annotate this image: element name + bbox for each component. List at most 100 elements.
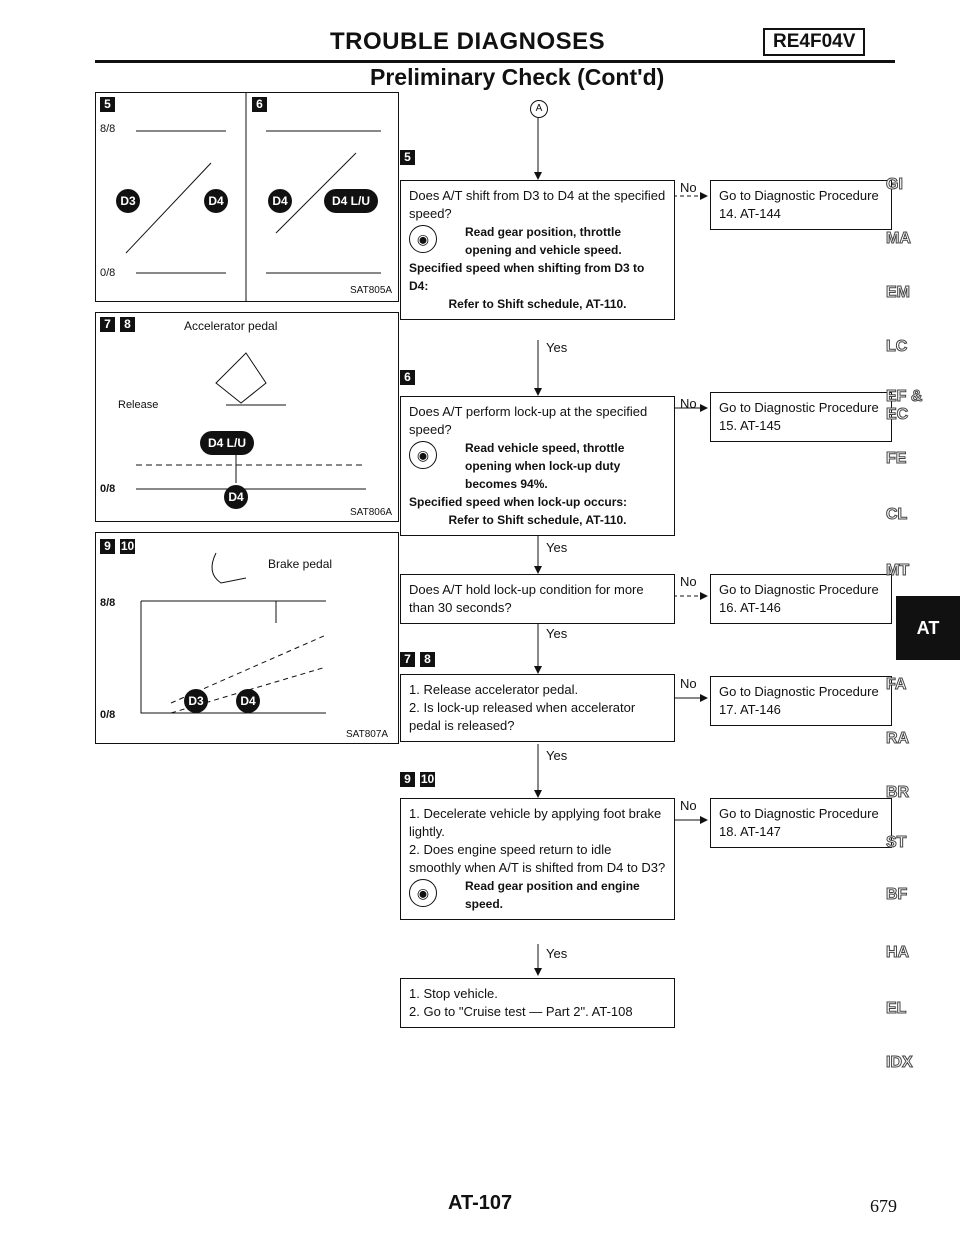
gear-d3-badge: D3 bbox=[184, 689, 208, 713]
no-label: No bbox=[680, 676, 697, 691]
no-label: No bbox=[680, 396, 697, 411]
step-tag-7: 7 bbox=[400, 652, 415, 667]
step910-box: 1. Decelerate vehicle by applying foot b… bbox=[400, 798, 675, 920]
sidebar-item-ra[interactable]: RA bbox=[886, 730, 910, 748]
header-rule bbox=[95, 60, 895, 63]
release-label: Release bbox=[118, 399, 159, 411]
step-tag-6: 6 bbox=[400, 370, 415, 385]
sidebar-item-bf[interactable]: BF bbox=[886, 886, 908, 904]
panel-tag-8: 8 bbox=[120, 317, 135, 332]
meter-icon: ◉ bbox=[409, 441, 437, 469]
hold-no-box: Go to Diagnostic Procedure 16. AT-146 bbox=[710, 574, 892, 624]
page-number: 679 bbox=[870, 1196, 897, 1216]
gear-d4-badge: D4 bbox=[204, 189, 228, 213]
step5-question: Does A/T shift from D3 to D4 at the spec… bbox=[409, 188, 666, 221]
step-tag-5: 5 bbox=[400, 150, 415, 165]
final-line2: 2. Go to "Cruise test — Part 2". AT-108 bbox=[409, 1004, 633, 1019]
step5-note-wrap: ◉ Read gear position, throttle opening a… bbox=[409, 223, 666, 259]
shift-diagram-svg bbox=[125, 93, 381, 301]
sidebar-item-cl[interactable]: CL bbox=[886, 506, 908, 524]
gear-d4-badge: D4 bbox=[236, 689, 260, 713]
step910-line1: 1. Decelerate vehicle by applying foot b… bbox=[409, 806, 662, 839]
page-code: AT-107 bbox=[448, 1192, 513, 1214]
figure-code: SAT806A bbox=[350, 507, 393, 518]
step910-note: Read gear position and engine speed. bbox=[465, 879, 640, 911]
step78-no-box: Go to Diagnostic Procedure 17. AT-146 bbox=[710, 676, 892, 726]
sidebar-item-gi[interactable]: GI bbox=[886, 176, 904, 194]
step910-note-wrap: ◉ Read gear position and engine speed. bbox=[409, 877, 666, 913]
meter-icon: ◉ bbox=[409, 879, 437, 907]
step5-no-box: Go to Diagnostic Procedure 14. AT-144 bbox=[710, 180, 892, 230]
no-label: No bbox=[680, 798, 697, 813]
panel-tag-7: 7 bbox=[100, 317, 115, 332]
sidebar-item-st[interactable]: ST bbox=[886, 834, 907, 852]
step6-no-box: Go to Diagnostic Procedure 15. AT-145 bbox=[710, 392, 892, 442]
final-step-box: 1. Stop vehicle. 2. Go to "Cruise test —… bbox=[400, 978, 675, 1028]
axis-label-bottom: 0/8 bbox=[100, 709, 116, 721]
axis-label-bottom: 0/8 bbox=[100, 483, 116, 495]
step-tag-10: 10 bbox=[420, 772, 435, 787]
figure-code: SAT805A bbox=[350, 285, 393, 296]
sidebar-item-fe[interactable]: FE bbox=[886, 450, 907, 468]
axis-label-top: 8/8 bbox=[100, 597, 116, 609]
step6-note-wrap: ◉ Read vehicle speed, throttle opening w… bbox=[409, 439, 666, 493]
step6-note: Read vehicle speed, throttle opening whe… bbox=[465, 441, 625, 491]
model-badge: RE4F04V bbox=[763, 28, 866, 56]
panel-tag-10: 10 bbox=[120, 539, 135, 554]
step6-spec-title: Specified speed when lock-up occurs: bbox=[409, 495, 628, 509]
sidebar-item-ef-ec[interactable]: EF & EC bbox=[886, 388, 923, 424]
step78-box: 1. Release accelerator pedal. 2. Is lock… bbox=[400, 674, 675, 742]
step5-box: Does A/T shift from D3 to D4 at the spec… bbox=[400, 180, 675, 320]
page-subtitle: Preliminary Check (Cont'd) bbox=[370, 64, 665, 90]
sidebar-item-lc[interactable]: LC bbox=[886, 338, 908, 356]
axis-label-bottom: 0/8 bbox=[100, 267, 116, 279]
panel-tag-5: 5 bbox=[100, 97, 115, 112]
step-tag-8: 8 bbox=[420, 652, 435, 667]
yes-label: Yes bbox=[546, 626, 568, 641]
gear-d4-badge: D4 bbox=[224, 485, 248, 509]
step78-line2: 2. Is lock-up released when accelerator … bbox=[409, 700, 636, 733]
diagram-title: Brake pedal bbox=[268, 557, 333, 571]
gear-d3-badge: D3 bbox=[116, 189, 140, 213]
sidebar-item-ma[interactable]: MA bbox=[886, 230, 912, 248]
sidebar-item-em[interactable]: EM bbox=[886, 284, 911, 302]
sidebar-item-idx[interactable]: IDX bbox=[886, 1054, 914, 1072]
sidebar-item-el[interactable]: EL bbox=[886, 1000, 907, 1018]
no-label: No bbox=[680, 574, 697, 589]
gear-d4-lu-badge: D4 L/U bbox=[324, 189, 379, 213]
step910-line2: 2. Does engine speed return to idle smoo… bbox=[409, 842, 666, 875]
meter-icon: ◉ bbox=[409, 225, 437, 253]
step6-question: Does A/T perform lock-up at the specifie… bbox=[409, 404, 648, 437]
sidebar-item-at[interactable]: AT bbox=[896, 596, 960, 660]
hold-step-box: Does A/T hold lock-up condition for more… bbox=[400, 574, 675, 624]
entry-connector: A bbox=[530, 100, 548, 118]
figure-code: SAT807A bbox=[346, 729, 389, 740]
step6-spec-ref: Refer to Shift schedule, AT-110. bbox=[448, 513, 627, 527]
step5-spec-ref: Refer to Shift schedule, AT-110. bbox=[448, 297, 627, 311]
page-title: TROUBLE DIAGNOSES bbox=[330, 28, 606, 55]
step6-box: Does A/T perform lock-up at the specifie… bbox=[400, 396, 675, 536]
panel-tag-9: 9 bbox=[100, 539, 115, 554]
diagram-panel-5-6: 5 6 8/8 0/8 D3 D4 D4 D4 L/U SAT805A bbox=[95, 92, 399, 302]
pedal-svg bbox=[136, 352, 366, 490]
yes-label: Yes bbox=[546, 946, 568, 961]
step-tag-9: 9 bbox=[400, 772, 415, 787]
sidebar-item-mt[interactable]: MT bbox=[886, 562, 910, 580]
gear-d4-badge: D4 bbox=[268, 189, 292, 213]
sidebar-item-fa[interactable]: FA bbox=[886, 676, 907, 694]
sidebar-item-br[interactable]: BR bbox=[886, 784, 910, 802]
yes-label: Yes bbox=[546, 540, 568, 555]
diagram-panel-9-10: 9 10 Brake pedal 8/8 0/8 D3 D4 SAT807A bbox=[95, 532, 399, 744]
step5-spec-title: Specified speed when shifting from D3 to… bbox=[409, 261, 645, 293]
axis-label-top: 8/8 bbox=[100, 123, 116, 135]
step910-no-box: Go to Diagnostic Procedure 18. AT-147 bbox=[710, 798, 892, 848]
final-line1: 1. Stop vehicle. bbox=[409, 986, 498, 1001]
sidebar-item-ha[interactable]: HA bbox=[886, 944, 910, 962]
gear-d4-lu-badge: D4 L/U bbox=[200, 431, 255, 455]
yes-label: Yes bbox=[546, 340, 568, 355]
panel-tag-6: 6 bbox=[252, 97, 267, 112]
step78-line1: 1. Release accelerator pedal. bbox=[409, 682, 579, 697]
no-label: No bbox=[680, 180, 697, 195]
diagram-panel-7-8: 7 8 Accelerator pedal Release D4 L/U D4 … bbox=[95, 312, 399, 522]
